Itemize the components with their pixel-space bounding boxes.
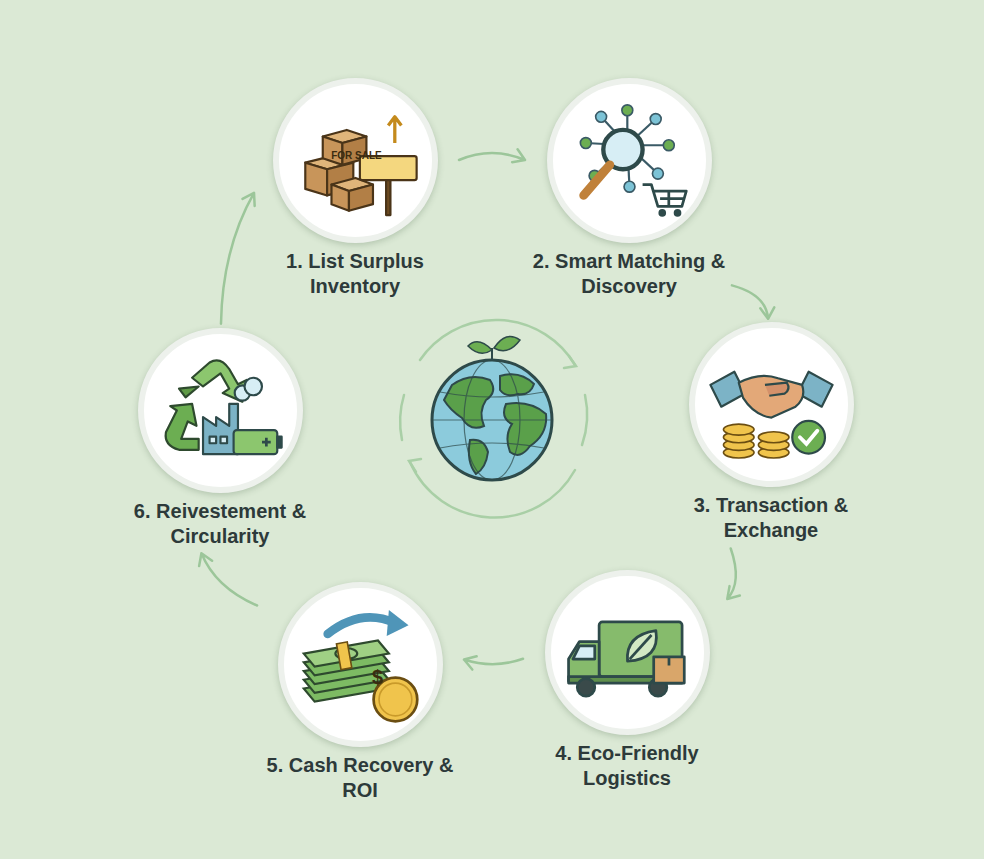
step-label: 6. Reivestement & Circularity xyxy=(113,499,328,549)
step-node: $5. Cash Recovery & ROI xyxy=(260,582,460,805)
flow-arrow xyxy=(727,548,740,598)
handshake-coins-icon xyxy=(706,339,837,470)
step-node: 4. Eco-Friendly Logistics xyxy=(527,570,727,793)
flow-arrow xyxy=(221,193,255,324)
step-node: 6. Reivestement & Circularity xyxy=(113,328,328,551)
icon-label: FOR SALE xyxy=(331,150,382,161)
flow-arrow xyxy=(459,149,525,162)
step-circle xyxy=(689,322,854,487)
search-network-icon xyxy=(564,95,695,226)
step-circle xyxy=(545,570,710,735)
step-node: 3. Transaction & Exchange xyxy=(671,322,871,545)
step-circle: FOR SALE xyxy=(273,78,438,243)
truck-icon xyxy=(562,587,693,718)
step-node: FOR SALE 1. List Surplus Inventory xyxy=(255,78,455,301)
step-label: 3. Transaction & Exchange xyxy=(671,493,871,543)
recycle-factory-icon xyxy=(155,345,286,476)
step-circle xyxy=(138,328,303,493)
step-label: 2. Smart Matching & Discovery xyxy=(529,249,729,299)
step-node: 2. Smart Matching & Discovery xyxy=(529,78,729,301)
step-label: 5. Cash Recovery & ROI xyxy=(260,753,460,803)
flow-arrow xyxy=(199,553,257,605)
step-circle: $ xyxy=(278,582,443,747)
cash-icon xyxy=(295,599,426,730)
flow-arrow xyxy=(464,656,523,669)
flow-arrow xyxy=(732,285,774,318)
step-label: 1. List Surplus Inventory xyxy=(255,249,455,299)
icon-label: $ xyxy=(372,666,383,689)
step-label: 4. Eco-Friendly Logistics xyxy=(527,741,727,791)
step-circle xyxy=(547,78,712,243)
